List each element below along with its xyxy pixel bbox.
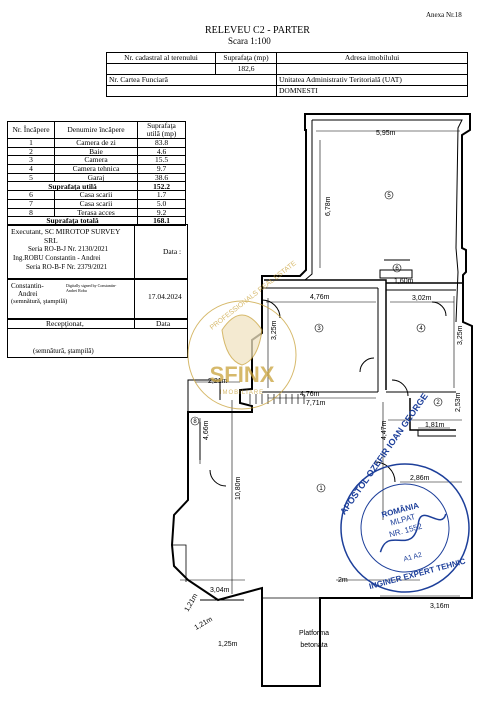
stamp-signature-icon [379,513,447,553]
room-4-label: 4 [419,326,423,332]
executant-box: Executant, SC MIROTOP SURVEY SRL Seria R… [7,224,188,280]
stamp-outer: APOSTOL OZEFIR IOAN GEORGE [338,391,430,516]
room-2-label: 2 [436,400,440,406]
svg-text:4,66m: 4,66m [203,420,210,440]
svg-text:1,25m: 1,25m [218,641,238,648]
sign-date: 17.04.2024 [148,292,182,301]
svg-text:6,78m: 6,78m [325,196,332,216]
svg-text:3,25m: 3,25m [271,320,278,340]
room-3-label: 3 [317,326,321,332]
svg-text:3,04m: 3,04m [210,587,230,594]
room-1-label: 1 [319,486,323,492]
room-area-header: Suprafaţa utilă (mp) [137,121,186,139]
svg-text:2,86m: 2,86m [410,475,430,482]
svg-text:2,53m: 2,53m [455,392,462,412]
signature-box: Constantin- Andrei (semnătură, ştampilă)… [7,278,188,320]
svg-text:2,21m: 2,21m [208,378,228,385]
svg-text:3,02m: 3,02m [412,295,432,302]
watermark-logo: SFINX IMOBILIARE PROFESSIONALS REAL ESTA… [187,260,298,410]
page-title: RELEVEU C2 - PARTER [205,25,310,36]
svg-text:3,25m: 3,25m [457,325,464,345]
platform-label: Platforma [299,630,329,637]
uat-value: DOMNESTI [276,85,468,97]
stamp-bottom: INGINER EXPERT TEHNIC [368,557,467,592]
stamp-grade: A1 A2 [403,552,423,564]
svg-text:1,21m: 1,21m [184,593,200,613]
room-name-header: Denumire încăpere [54,121,138,139]
platform-label-2: betonata [300,642,327,649]
room-6-label: 6 [395,266,399,272]
property-table: Nr. cadastral al terenului Suprafaţa (mp… [106,52,468,97]
svg-text:10,80m: 10,80m [235,476,242,500]
svg-text:5,95m: 5,95m [376,130,396,137]
svg-text:4,76m: 4,76m [310,294,330,301]
scale-label: Scara 1:100 [228,36,271,46]
svg-text:4,76m: 4,76m [300,391,320,398]
digital-signature: Digitally signed by Constantin-Andrei Ro… [66,283,117,293]
room-table: Nr. Încăpere Denumire încăpere Suprafaţa… [7,121,186,226]
svg-text:3,16m: 3,16m [430,603,450,610]
watermark-sub: IMOBILIARE [220,390,264,396]
room-5-outline [170,113,473,687]
annex-label: Anexa Nr.18 [426,11,462,19]
svg-text:4,47m: 4,47m [381,420,388,440]
room-5-label: 5 [387,193,391,199]
svg-text:7,71m: 7,71m [306,400,326,407]
svg-text:1,81m: 1,81m [425,422,445,429]
reception-box: Recepţionat, Data (semnătură, ştampilă) [7,318,188,358]
svg-text:2m: 2m [338,577,348,584]
svg-text:1,21m: 1,21m [194,616,214,632]
room-8-label: 8 [193,419,197,425]
expert-stamp: APOSTOL OZEFIR IOAN GEORGE ROMÂNIA MLPAT… [338,391,470,593]
watermark-brand: SFINX [210,362,275,387]
svg-text:1,60m: 1,60m [394,278,414,285]
